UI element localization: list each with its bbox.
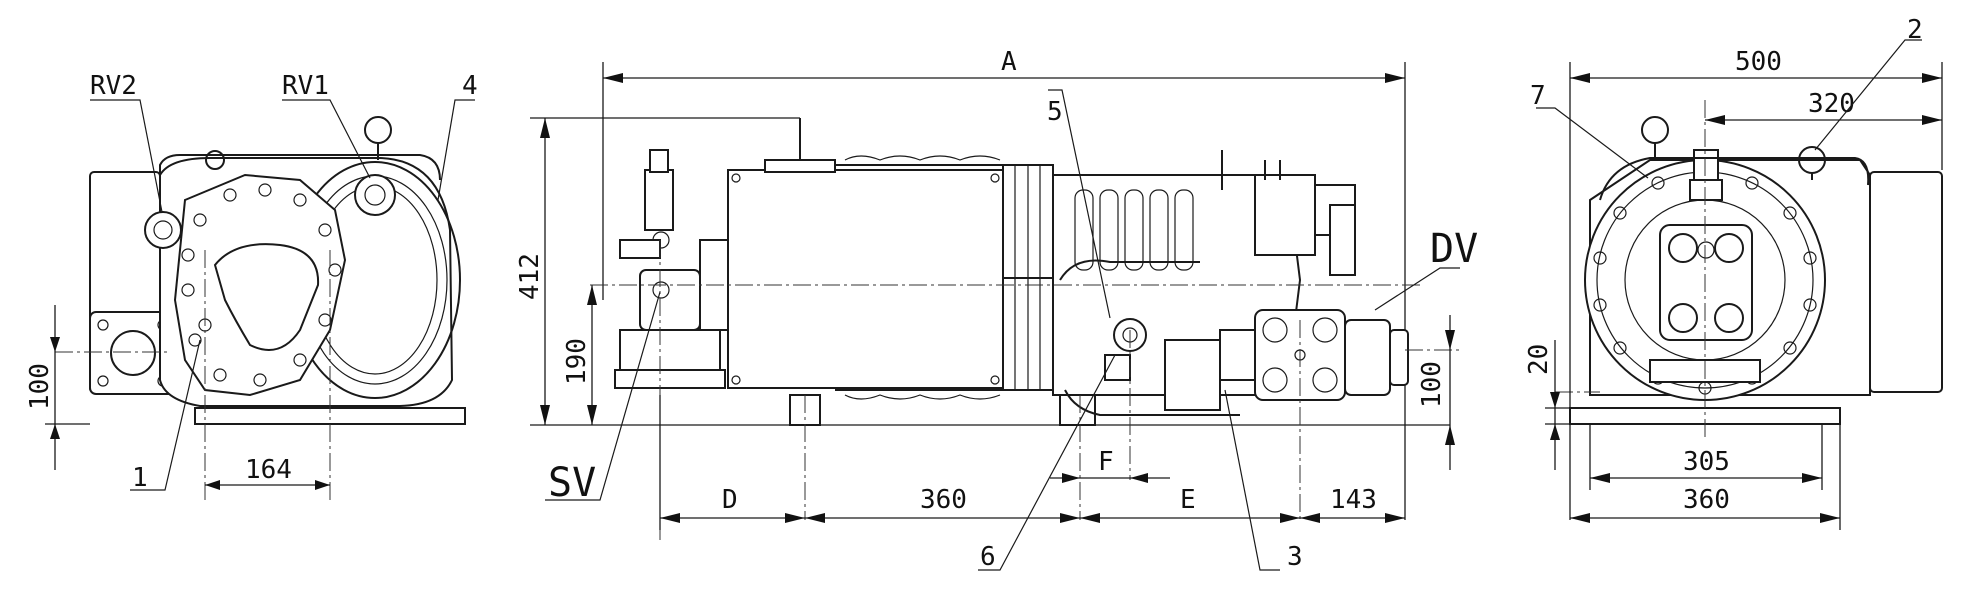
compressor-coils — [1074, 189, 1194, 271]
dim-f: F — [1098, 447, 1114, 477]
dim-305: 305 — [1683, 447, 1730, 477]
label-2: 2 — [1907, 15, 1923, 45]
label-4: 4 — [462, 71, 478, 101]
dim-164: 164 — [245, 455, 292, 485]
dim-190: 190 — [562, 338, 592, 385]
label-5: 5 — [1047, 97, 1063, 127]
dim-100-mid: 100 — [1417, 361, 1447, 408]
flange-bolts-left — [181, 183, 342, 387]
label-1: 1 — [132, 463, 148, 493]
dim-320: 320 — [1808, 89, 1855, 119]
label-sv: SV — [548, 460, 596, 506]
dim-100-left: 100 — [25, 363, 55, 410]
dim-d: D — [722, 485, 738, 515]
label-3: 3 — [1287, 542, 1303, 572]
dim-20: 20 — [1524, 344, 1554, 375]
right-end-view: 500 320 20 305 360 2 7 — [1524, 15, 1943, 530]
dim-412: 412 — [515, 253, 545, 300]
dim-500: 500 — [1735, 47, 1782, 77]
dim-a: A — [1001, 47, 1017, 77]
dim-e: E — [1180, 485, 1196, 515]
label-rv2: RV2 — [90, 71, 137, 101]
label-6: 6 — [980, 542, 996, 572]
label-rv1: RV1 — [282, 71, 329, 101]
dim-360-right: 360 — [1683, 485, 1730, 515]
label-dv: DV — [1430, 226, 1478, 272]
side-view: A 412 190 — [515, 47, 1478, 572]
left-end-view: 164 100 RV2 RV1 4 1 — [25, 71, 478, 500]
label-7: 7 — [1530, 81, 1546, 111]
dim-360-mid: 360 — [920, 485, 967, 515]
dim-143: 143 — [1330, 485, 1377, 515]
